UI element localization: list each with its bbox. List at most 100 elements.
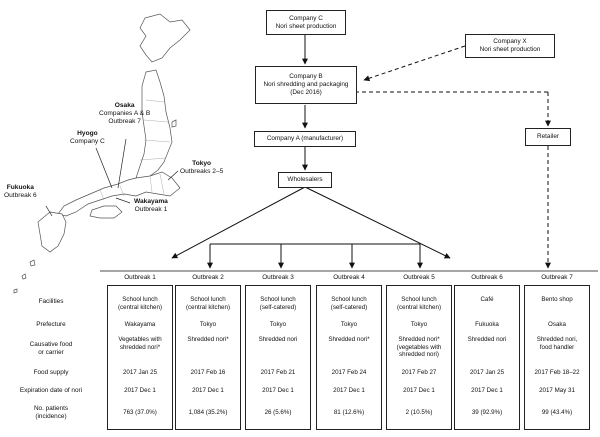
food-supply-cell-line: 2017 Feb 27: [401, 369, 437, 376]
expiration-cell-line: 2017 Dec 1: [124, 387, 156, 394]
facility-cell-line: Bento shop: [541, 296, 573, 303]
japan-map: [13, 13, 191, 294]
facility-cell-line: School lunch: [122, 296, 158, 303]
prefecture-cell: Osaka: [524, 321, 590, 329]
patients-cell: 763 (37.0%): [107, 409, 173, 417]
patients-cell-line: 99 (43.4%): [541, 409, 573, 416]
food-supply-cell-line: 2017 Jan 25: [122, 369, 158, 376]
causative-food-cell-line: Shredded nori*: [328, 336, 370, 343]
prefecture-cell-line: Tokyo: [340, 321, 358, 328]
prefecture-cell: Tokyo: [316, 321, 382, 329]
food-supply-cell: 2017 Feb 24: [316, 369, 382, 377]
company-x-box: Company X Nori sheet production: [465, 34, 555, 58]
patients-cell: 26 (5.6%): [245, 409, 311, 417]
food-supply-cell: 2017 Jan 25: [107, 369, 173, 377]
patients-cell-line: 763 (37.0%): [123, 409, 157, 416]
facility-cell-line: (self-catered): [259, 303, 297, 311]
outbreak-header: Outbreak 4: [333, 274, 365, 281]
facility-cell: School lunch(central kitchen): [386, 296, 452, 311]
patients-cell: 1,084 (35.2%): [175, 409, 241, 417]
outbreak-header: Outbreak 3: [262, 274, 294, 281]
outbreak-header: Outbreak 1: [124, 274, 156, 281]
facility-cell: School lunch(central kitchen): [175, 296, 241, 311]
company-a-box: Company A (manufacturer): [254, 131, 356, 147]
causative-food-cell-line: Shredded nori*: [187, 336, 229, 343]
patients-cell-line: 39 (92.9%): [471, 409, 503, 416]
patients-cell: 81 (12.6%): [316, 409, 382, 417]
food-supply-cell-line: 2017 Feb 18–22: [534, 369, 580, 376]
outbreak-column: [386, 285, 452, 430]
row-label-patients: No. patients (incidence): [33, 405, 69, 420]
facility-cell: School lunch(central kitchen): [107, 296, 173, 311]
prefecture-cell: Tokyo: [245, 321, 311, 329]
row-label-expiration: Expiration date of nori: [19, 387, 83, 394]
prefecture-cell: Tokyo: [175, 321, 241, 329]
map-label-wakayama: Wakayama Outbreak 1: [134, 198, 168, 213]
facility-cell-line: (central kitchen): [117, 303, 163, 311]
row-label-prefecture: Prefecture: [36, 321, 66, 328]
prefecture-cell-line: Tokyo: [269, 321, 287, 328]
expiration-cell: 2017 Dec 1: [245, 387, 311, 395]
causative-food-cell-line: Shredded nori*: [398, 336, 440, 343]
prefecture-cell-line: Tokyo: [410, 321, 428, 328]
retailer-box: Retailer: [525, 128, 571, 146]
food-supply-cell-line: 2017 Feb 24: [331, 369, 367, 376]
outbreak-header: Outbreak 7: [541, 274, 573, 281]
food-supply-cell: 2017 Jan 25: [454, 369, 520, 377]
food-supply-cell-line: 2017 Feb 16: [190, 369, 226, 376]
outbreak-column: [175, 285, 241, 430]
food-supply-cell: 2017 Feb 18–22: [524, 369, 590, 377]
facility-cell-line: School lunch: [401, 296, 437, 303]
expiration-cell-line: 2017 Dec 1: [403, 387, 435, 394]
food-supply-cell-line: 2017 Feb 21: [260, 369, 296, 376]
causative-food-cell: Shredded nori*: [316, 336, 382, 344]
expiration-cell: 2017 May 31: [524, 387, 590, 395]
causative-food-cell-line: Vegetables with: [118, 336, 162, 343]
expiration-cell-line: 2017 Dec 1: [471, 387, 503, 394]
prefecture-cell-line: Osaka: [548, 321, 566, 328]
outbreak-column: [245, 285, 311, 430]
patients-cell-line: 1,084 (35.2%): [188, 409, 228, 416]
food-supply-cell: 2017 Feb 21: [245, 369, 311, 377]
outbreak-column: [454, 285, 520, 430]
causative-food-cell: Shredded nori: [245, 336, 311, 344]
causative-food-cell-line: Shredded nori: [467, 336, 507, 343]
food-supply-cell: 2017 Feb 16: [175, 369, 241, 377]
food-supply-cell-line: 2017 Jan 25: [469, 369, 505, 376]
outbreak-column: [107, 285, 173, 430]
expiration-cell-line: 2017 Dec 1: [333, 387, 365, 394]
patients-cell-line: 2 (10.5%): [405, 409, 433, 416]
facility-cell-line: School lunch: [190, 296, 226, 303]
causative-food-cell-line: shredded nori*: [119, 343, 161, 351]
row-label-food-supply: Food supply: [33, 369, 69, 376]
outbreak-header: Outbreak 6: [471, 274, 503, 281]
row-label-causative: Causative food or carrier: [29, 341, 73, 356]
causative-food-cell-line: Shredded nori,: [536, 336, 578, 343]
expiration-cell-line: 2017 Dec 1: [262, 387, 294, 394]
row-label-facilities: Facilities: [38, 298, 64, 305]
outbreak-column: [316, 285, 382, 430]
causative-food-cell-line: (vegetables with: [396, 343, 442, 351]
facility-cell: School lunch(self-catered): [316, 296, 382, 311]
outbreak-header: Outbreak 5: [403, 274, 435, 281]
expiration-cell-line: 2017 May 31: [539, 387, 575, 394]
map-label-osaka: Osaka Companies A & B Outbreak 7: [99, 102, 151, 125]
company-c-box: Company C Nori sheet production: [266, 10, 346, 35]
facility-cell-line: Café: [480, 296, 494, 303]
map-label-tokyo: Tokyo Outbreaks 2–5: [180, 160, 224, 175]
expiration-cell: 2017 Dec 1: [107, 387, 173, 395]
patients-cell-line: 26 (5.6%): [264, 409, 292, 416]
prefecture-cell-line: Wakayama: [124, 321, 156, 328]
outbreak-column: [524, 285, 590, 430]
expiration-cell: 2017 Dec 1: [386, 387, 452, 395]
facility-cell: Bento shop: [524, 296, 590, 304]
expiration-cell: 2017 Dec 1: [175, 387, 241, 395]
patients-cell: 39 (92.9%): [454, 409, 520, 417]
patients-cell: 99 (43.4%): [524, 409, 590, 417]
food-supply-cell: 2017 Feb 27: [386, 369, 452, 377]
facility-cell: School lunch(self-catered): [245, 296, 311, 311]
facility-cell-line: (self-catered): [330, 303, 368, 311]
patients-cell: 2 (10.5%): [386, 409, 452, 417]
